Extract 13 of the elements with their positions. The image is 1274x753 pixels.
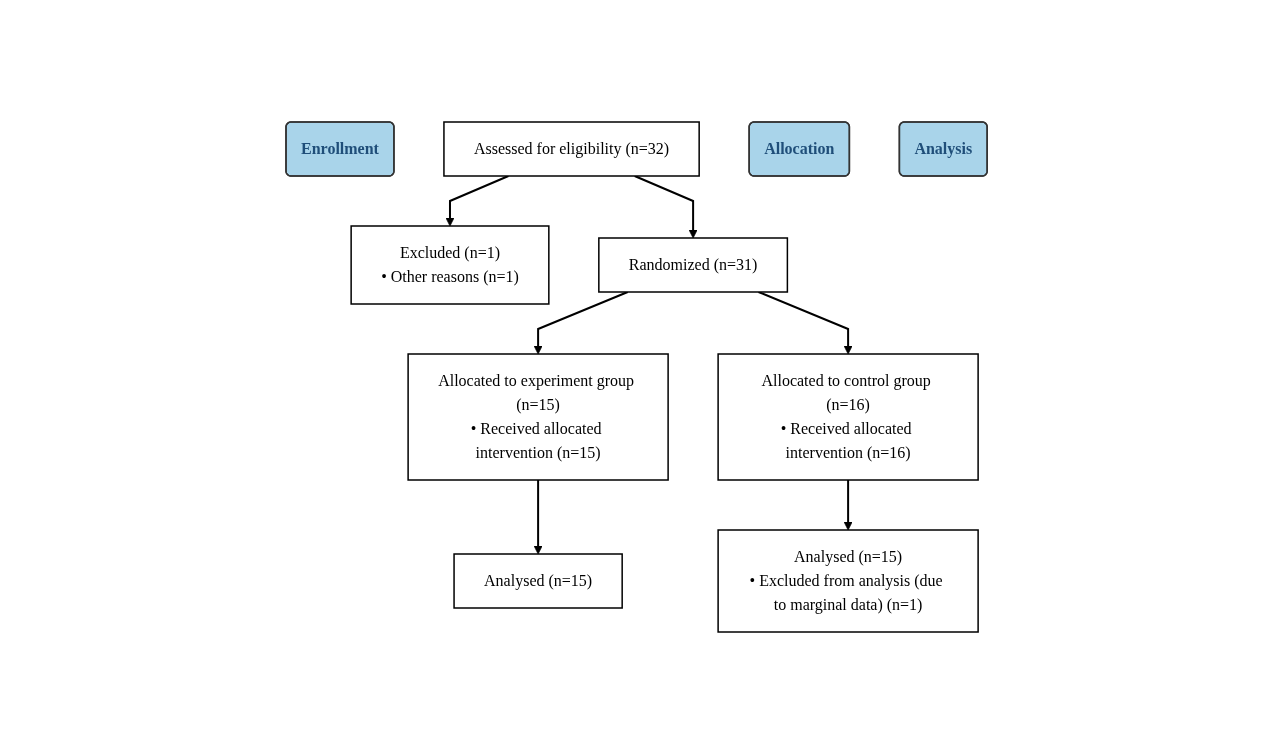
arrow (757, 290, 853, 354)
arrow (534, 290, 630, 354)
node-box: Assessed for eligibility (n=32) (443, 120, 701, 177)
node-box: Analysed (n=15) • Excluded from analysis (due to marginal data) (n=1) (717, 528, 980, 633)
node-box: Analysed (n=15) (453, 552, 624, 609)
arrow (634, 174, 698, 238)
arrow (534, 478, 543, 554)
node-box: Allocated to experiment group (n=15) • Received allocated intervention (n=15) (407, 352, 670, 481)
node-box: Excluded (n=1) • Other reasons (n=1) (350, 224, 550, 305)
node-box: Randomized (n=31) (598, 236, 789, 293)
arrow (844, 478, 853, 530)
node-box: Allocated to control group (n=16) • Received allocated intervention (n=16) (717, 352, 980, 481)
arrow (446, 174, 510, 226)
